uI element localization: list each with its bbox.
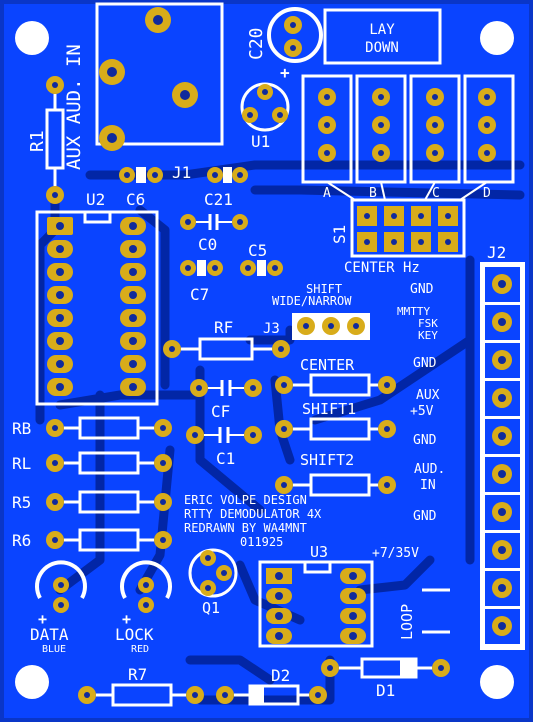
- lock-plus-label: +: [122, 610, 131, 628]
- c20-outline: [267, 7, 323, 63]
- center-label: CENTER: [300, 356, 355, 374]
- u3-label: U3: [310, 543, 328, 561]
- lock-led-outline: [120, 560, 172, 599]
- rf-label: RF: [214, 318, 233, 337]
- shift2-label: SHIFT2: [300, 451, 354, 469]
- s1-outline: [350, 198, 466, 258]
- shift-title-label: SHIFT: [306, 282, 342, 296]
- c5-label: C5: [248, 241, 267, 260]
- s1-label: S1: [330, 225, 349, 244]
- j2-in-label: IN: [420, 478, 436, 493]
- rb-label: RB: [12, 419, 31, 438]
- mounting-hole-bottom-right: [480, 665, 514, 699]
- j2-gnd-3-label: GND: [413, 433, 437, 448]
- wide-narrow-label: WIDE/NARROW: [272, 294, 352, 308]
- j2-aux-label: AUX: [416, 388, 440, 403]
- jumper-b-label: B: [369, 186, 377, 201]
- c20-label: C20: [246, 27, 267, 60]
- left-resistors: [46, 416, 172, 552]
- rl-label: RL: [12, 454, 31, 473]
- aux-aud-in-label: AUX AUD. IN: [63, 44, 85, 170]
- credit-line-2: RTTY DEMODULATOR 4X: [184, 507, 322, 521]
- lock-label: LOCK: [115, 625, 154, 644]
- blue-label: BLUE: [42, 644, 66, 655]
- c1-label: C1: [216, 449, 235, 468]
- d2-label: D2: [271, 666, 290, 685]
- q1-outline: [188, 548, 238, 598]
- j2-mmtty-label: MMTTY: [397, 305, 430, 318]
- r1-label: R1: [27, 130, 48, 152]
- mounting-holes: [15, 21, 514, 699]
- j3-label: J3: [263, 321, 280, 337]
- data-label: DATA: [30, 625, 69, 644]
- shift1-label: SHIFT1: [302, 400, 356, 418]
- j2-gnd-4-label: GND: [413, 509, 437, 524]
- c0-label: C0: [198, 235, 217, 254]
- loop-label: LOOP: [398, 604, 416, 640]
- u3-pads: [266, 568, 366, 644]
- j2-gnd-1-label: GND: [410, 282, 434, 297]
- small-capacitors: [119, 167, 283, 276]
- u2-outline: [35, 210, 159, 406]
- jumper-pads: [318, 88, 496, 162]
- j2-gnd-2-label: GND: [413, 356, 437, 371]
- r7-label: R7: [128, 665, 147, 684]
- c6-label: C6: [126, 190, 145, 209]
- j2-fsk-label: FSK: [418, 317, 438, 330]
- cf-label: CF: [211, 402, 230, 421]
- credit-line-1: ERIC VOLPE DESIGN: [184, 493, 307, 507]
- credit-line-4: 011925: [240, 535, 283, 549]
- j2-key-label: KEY: [418, 329, 438, 342]
- j2-aud-label: AUD.: [414, 462, 445, 477]
- j2-5v-label: +5V: [410, 404, 434, 419]
- data-led-outline: [35, 560, 87, 599]
- data-plus-label: +: [38, 610, 47, 628]
- j1-label: J1: [172, 163, 191, 182]
- j2-pads: [485, 267, 520, 644]
- r5-label: R5: [12, 493, 31, 512]
- lay-down-label-1: LAY: [369, 22, 395, 38]
- u1-label: U1: [251, 132, 270, 151]
- voltage-label: +7/35V: [372, 546, 419, 561]
- credit-line-3: REDRAWN BY WA4MNT: [184, 521, 307, 535]
- mounting-hole-bottom-left: [15, 665, 49, 699]
- lay-down-label-2: DOWN: [365, 40, 399, 56]
- r6-label: R6: [12, 531, 31, 550]
- lay-down-box: [323, 8, 442, 65]
- jumper-d-label: D: [483, 186, 491, 201]
- q1-label: Q1: [202, 599, 220, 617]
- c7-label: C7: [190, 285, 209, 304]
- u2-pads: [47, 217, 146, 396]
- s1-pads: [357, 206, 458, 252]
- j2-label: J2: [487, 243, 506, 262]
- u3-outline: [258, 560, 374, 648]
- d1-label: D1: [376, 681, 395, 700]
- mounting-hole-top-right: [480, 21, 514, 55]
- red-label: RED: [131, 644, 149, 655]
- center-hz-label: CENTER Hz: [344, 260, 420, 276]
- j1-outline: [95, 2, 224, 146]
- u2-label: U2: [86, 190, 105, 209]
- mounting-hole-top-left: [15, 21, 49, 55]
- c20-plus-label: +: [280, 63, 290, 82]
- jumper-a-label: A: [323, 186, 331, 201]
- jumper-c-label: C: [432, 186, 440, 201]
- c21-label: C21: [204, 190, 233, 209]
